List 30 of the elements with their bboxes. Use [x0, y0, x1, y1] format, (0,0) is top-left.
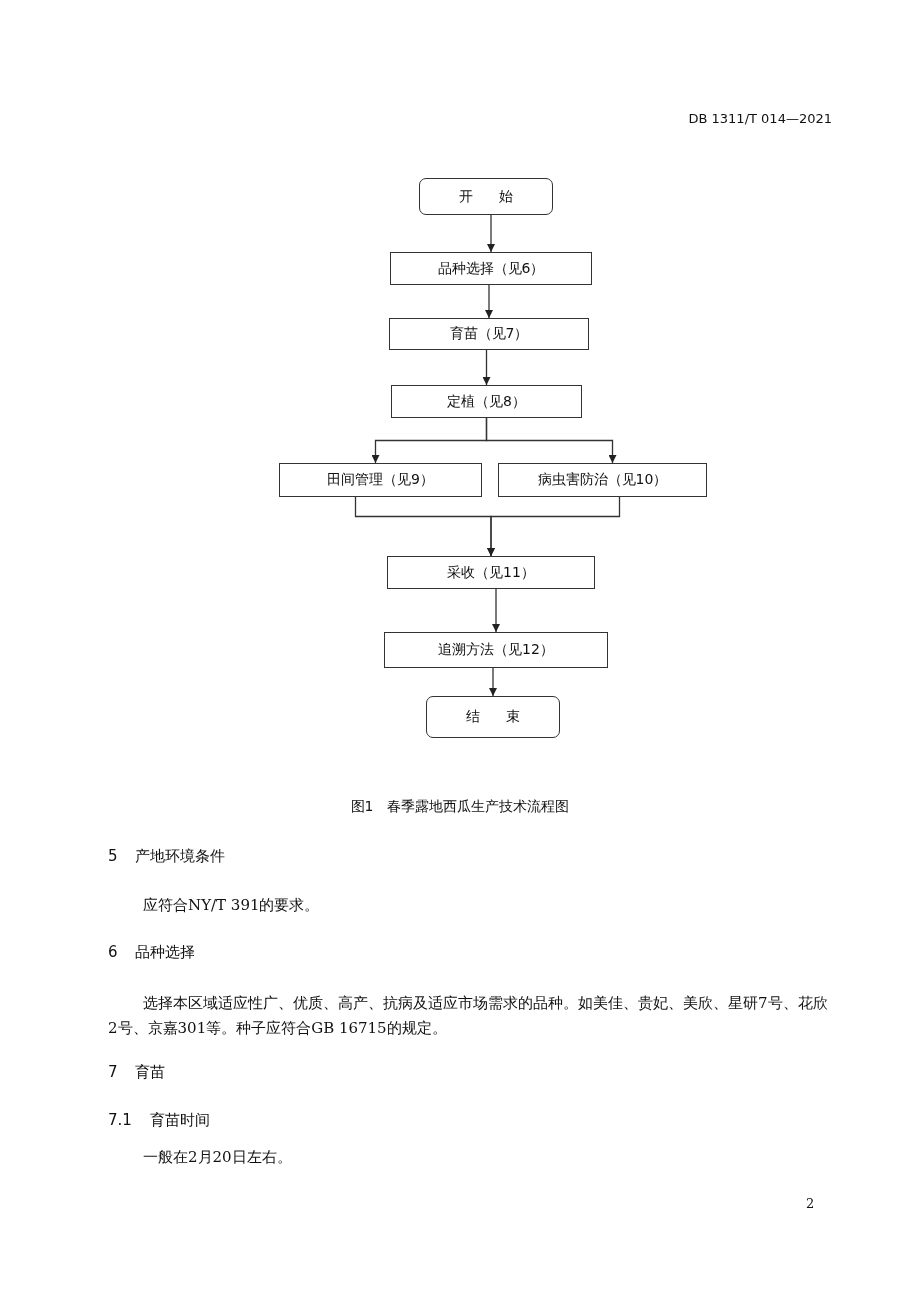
section-number: 7.1 [108, 1111, 132, 1129]
section-number: 5 [108, 847, 118, 865]
arrow [482, 349, 491, 386]
process-box: 品种选择（见6） [390, 252, 592, 285]
paragraph: 一般在2月20日左右。 [143, 1148, 292, 1167]
process-box: 田间管理（见9） [279, 463, 482, 497]
paragraph: 应符合NY/T 391的要求。 [143, 896, 320, 915]
arrow [485, 417, 617, 464]
arrow [485, 284, 493, 319]
section-heading: 育苗 [135, 1063, 165, 1082]
process-box: 病虫害防治（见10） [498, 463, 707, 497]
arrow [487, 214, 495, 253]
terminal-box: 结束 [426, 696, 560, 738]
arrow [492, 588, 500, 633]
process-box: 定植（见8） [391, 385, 582, 418]
section-heading: 育苗时间 [150, 1111, 210, 1130]
section-number: 7 [108, 1063, 118, 1081]
arrow [489, 667, 497, 697]
section-heading: 品种选择 [135, 943, 195, 962]
arrow [487, 496, 621, 557]
section-heading: 产地环境条件 [135, 847, 225, 866]
terminal-box: 开始 [419, 178, 553, 215]
process-box: 采收（见11） [387, 556, 595, 589]
process-box: 育苗（见7） [389, 318, 589, 350]
page-number: 2 [806, 1196, 815, 1211]
paragraph: 选择本区域适应性广、优质、高产、抗病及适应市场需求的品种。如美佳、贵妃、美欣、星研7号、花欣2号、京嘉301等。种子应符合GB 16715的规定。 [108, 993, 829, 1039]
document-number: DB 1311/T 014—2021 [688, 111, 832, 126]
process-box: 追溯方法（见12） [384, 632, 608, 668]
figure-caption: 图1 春季露地西瓜生产技术流程图 [349, 798, 571, 816]
section-number: 6 [108, 943, 118, 961]
